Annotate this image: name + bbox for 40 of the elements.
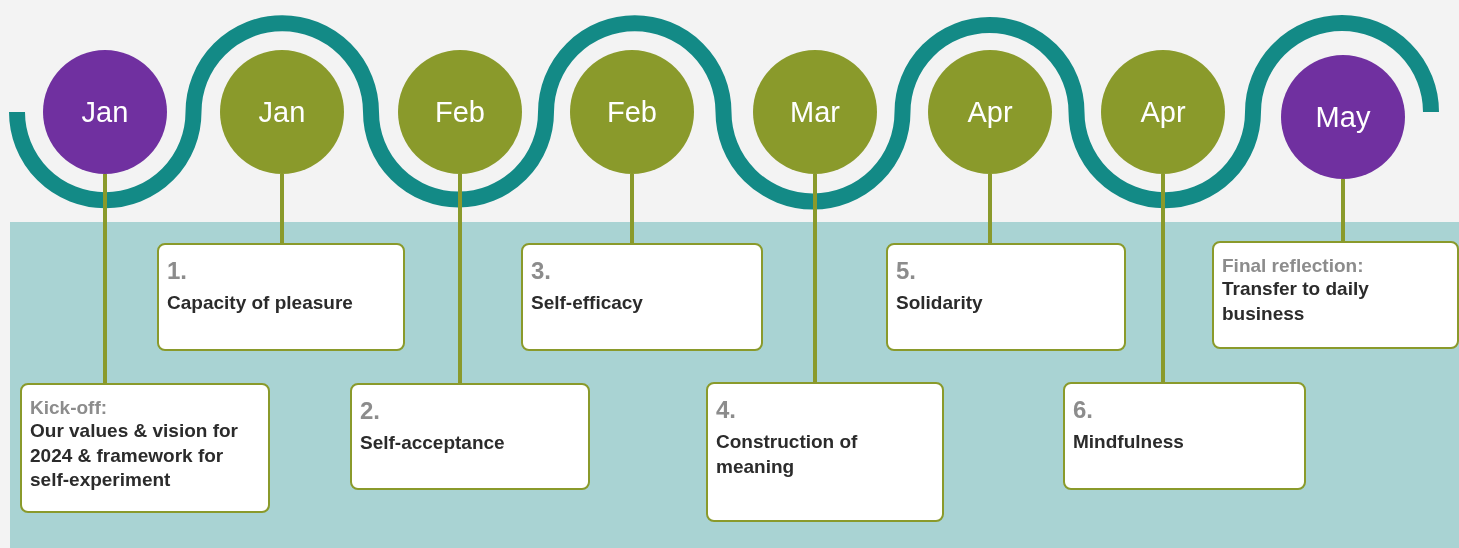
month-label: Apr [1140, 95, 1186, 129]
leader-line [988, 174, 992, 243]
month-label: Feb [607, 95, 657, 129]
month-label: Apr [967, 95, 1013, 129]
leader-line [630, 174, 634, 243]
topic-card [350, 383, 590, 490]
step-number: 6. [1073, 396, 1094, 424]
leader-line [280, 174, 284, 243]
leader-line [103, 174, 107, 383]
topic-card [157, 243, 405, 351]
topic-title: Self-efficacy [531, 291, 644, 315]
leader-line [813, 174, 817, 382]
topic-card [1063, 382, 1306, 490]
topic-title: Solidarity [896, 291, 984, 315]
topic-card [1212, 241, 1459, 349]
step-number: 5. [896, 257, 917, 285]
month-label: Jan [258, 95, 306, 129]
leader-line [1161, 174, 1165, 382]
topic-card [706, 382, 944, 522]
topic-title: Capacity of pleasure [167, 291, 354, 315]
topic-title: Mindfulness [1073, 430, 1185, 454]
step-number: 3. [531, 257, 552, 285]
month-label: Feb [435, 95, 485, 129]
topic-title: Our values & vision for 2024 & framework for self-experiment [30, 419, 239, 493]
card-heading: Kick-off: [30, 397, 109, 419]
topic-title: Transfer to daily business [1222, 277, 1370, 326]
topic-card [20, 383, 270, 513]
month-label: Mar [790, 95, 840, 129]
topic-title: Self-acceptance [360, 431, 506, 455]
step-number: 4. [716, 396, 737, 424]
month-label: May [1315, 100, 1371, 134]
step-number: 1. [167, 257, 188, 285]
step-number: 2. [360, 397, 381, 425]
card-heading: Final reflection: [1222, 255, 1365, 277]
topic-card [521, 243, 763, 351]
leader-line [458, 174, 462, 383]
topic-title: Construction of meaning [716, 430, 859, 479]
leader-line [1341, 179, 1345, 241]
topic-card [886, 243, 1126, 351]
month-label: Jan [81, 95, 129, 129]
